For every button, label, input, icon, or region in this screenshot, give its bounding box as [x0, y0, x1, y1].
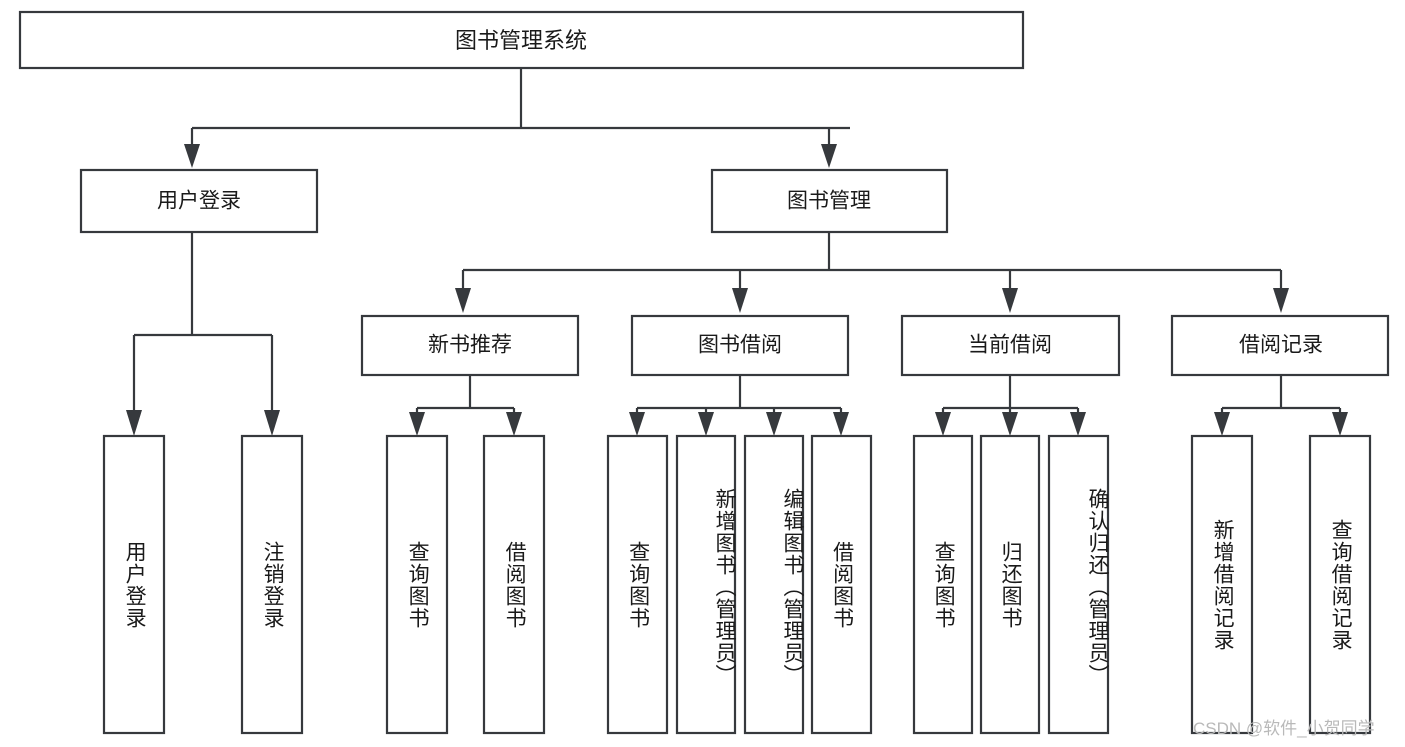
leaf-node-newbook-borrow[interactable]: [482, 434, 546, 735]
node-user-login-label: 用户登录: [157, 190, 241, 213]
leaf-node-current-confirm-return[interactable]: [1047, 434, 1110, 735]
node-current-borrow-label: 当前借阅: [968, 334, 1052, 357]
leaf-node-current-query[interactable]: [912, 434, 974, 735]
leaf-node-record-query[interactable]: [1308, 434, 1372, 735]
leaf-node-record-add[interactable]: [1190, 434, 1254, 735]
node-borrow-records[interactable]: 借阅记录: [1170, 314, 1390, 377]
connector-borrowrecord-to-leaves: [1214, 375, 1348, 436]
node-root-system-label: 图书管理系统: [455, 28, 587, 53]
connector-bookborrow-to-leaves: [629, 375, 849, 436]
csdn-watermark: CSDN @软件_小贺同学: [1193, 719, 1375, 738]
leaf-node-current-return[interactable]: [979, 434, 1041, 735]
node-book-management-label: 图书管理: [787, 190, 871, 213]
leaf-node-borrow-edit[interactable]: [743, 434, 805, 735]
leaf-node-borrow-add[interactable]: [675, 434, 737, 735]
connector-bookmgmt-to-level3: [455, 232, 1289, 313]
connector-userlogin-to-leaves: [126, 232, 280, 436]
node-book-borrow-label: 图书借阅: [698, 334, 782, 357]
leaf-node-borrow-query[interactable]: [606, 434, 669, 735]
node-book-borrow[interactable]: 图书借阅: [630, 314, 850, 377]
node-new-book-recommend[interactable]: 新书推荐: [360, 314, 580, 377]
node-borrow-records-label: 借阅记录: [1239, 334, 1323, 357]
leaf-node-borrow-lend[interactable]: [810, 434, 873, 735]
connector-newbook-to-leaves: [409, 375, 522, 436]
connector-currentborrow-to-leaves: [935, 375, 1086, 436]
leaf-node-newbook-query[interactable]: [385, 434, 449, 735]
node-root-system[interactable]: 图书管理系统: [18, 10, 1025, 70]
node-new-book-recommend-label: 新书推荐: [428, 334, 512, 357]
node-current-borrow[interactable]: 当前借阅: [900, 314, 1121, 377]
leaf-node-logout[interactable]: [240, 434, 304, 735]
connector-root-to-level2: [184, 68, 850, 168]
leaf-node-user-login-action[interactable]: [102, 434, 166, 735]
node-book-management[interactable]: 图书管理: [710, 168, 949, 234]
node-user-login[interactable]: 用户登录: [79, 168, 319, 234]
